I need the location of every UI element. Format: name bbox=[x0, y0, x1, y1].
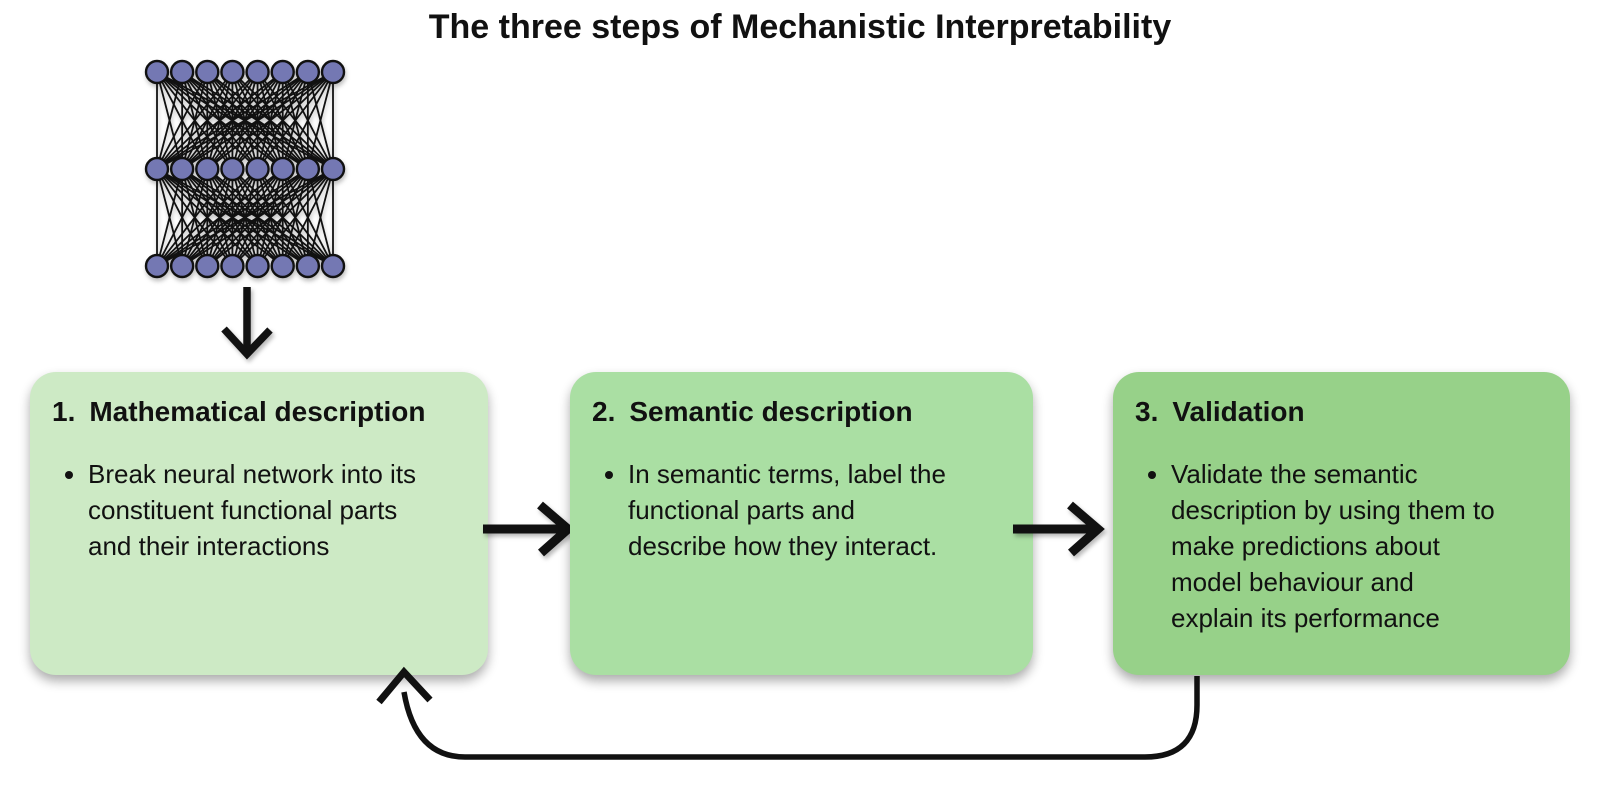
step-heading-row: 3. Validation bbox=[1113, 372, 1570, 428]
diagram-title: The three steps of Mechanistic Interpret… bbox=[428, 8, 1172, 46]
step-number: 1. bbox=[52, 396, 76, 427]
step-heading-row: 1. Mathematical description bbox=[30, 372, 488, 428]
right-arrow-icon bbox=[1013, 501, 1105, 557]
step-number: 2. bbox=[592, 396, 616, 427]
step-bullet-list: Break neural network into its constituen… bbox=[56, 456, 488, 564]
step-heading: Semantic description bbox=[629, 396, 913, 427]
step-box-mathematical-description: 1. Mathematical description Break neural… bbox=[30, 372, 488, 675]
neural-network-icon bbox=[144, 59, 346, 279]
down-arrow-icon bbox=[221, 287, 273, 360]
step-bullet-list: Validate the semantic description by usi… bbox=[1139, 456, 1570, 636]
right-arrow-icon bbox=[483, 501, 575, 557]
step-bullet: Validate the semantic description by usi… bbox=[1171, 456, 1503, 636]
step-heading: Mathematical description bbox=[89, 396, 426, 427]
feedback-arrow-icon bbox=[376, 666, 1200, 760]
step-box-validation: 3. Validation Validate the semantic desc… bbox=[1113, 372, 1570, 675]
step-bullet-list: In semantic terms, label the functional … bbox=[596, 456, 1033, 564]
step-number: 3. bbox=[1135, 396, 1159, 427]
step-box-semantic-description: 2. Semantic description In semantic term… bbox=[570, 372, 1033, 675]
step-heading-row: 2. Semantic description bbox=[570, 372, 1033, 428]
step-bullet: In semantic terms, label the functional … bbox=[628, 456, 946, 564]
step-bullet: Break neural network into its constituen… bbox=[88, 456, 433, 564]
step-heading: Validation bbox=[1172, 396, 1305, 427]
